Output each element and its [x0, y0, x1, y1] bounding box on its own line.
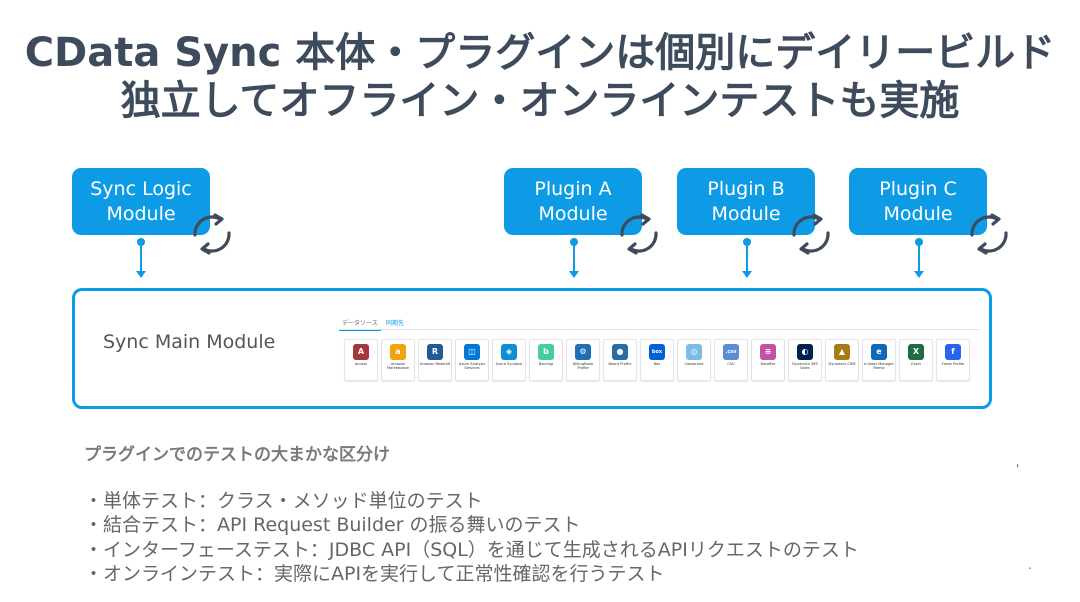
plugin-tile-label: CSV — [727, 362, 735, 366]
plugin-c-module: Plugin C Module — [849, 168, 987, 235]
plugin-logo-icon: X — [908, 344, 924, 360]
connector-arrow — [742, 238, 752, 278]
plugin-logo-icon: .csv — [723, 344, 739, 360]
connector-arrow — [136, 238, 146, 278]
plugin-tile-label: Backlog — [538, 362, 554, 366]
plugin-tile-label: Access — [354, 362, 368, 366]
plugin-logo-icon: f — [945, 344, 961, 360]
module-label-line-2: Module — [106, 202, 176, 225]
plugin-tile-label: Azure Synapse — [495, 362, 523, 366]
module-label-line-1: Plugin C — [879, 177, 957, 200]
module-label-line-2: Module — [883, 202, 953, 225]
plugin-tile[interactable]: A Access — [344, 339, 378, 381]
cycle-arrows-icon — [193, 213, 231, 255]
notes-item: ・オンラインテスト：実際にAPIを実行して正常性確認を行うテスト — [84, 563, 665, 585]
sync-logic-module: Sync Logic Module — [72, 168, 210, 235]
plugin-logo-icon: ⚙ — [575, 344, 591, 360]
plugin-tile[interactable]: e e-Sales Manager Remix — [862, 339, 896, 381]
decorative-mark: . — [1028, 558, 1032, 572]
slide-title-line-2: 独立してオフライン・オンラインテストも実施 — [120, 78, 960, 124]
plugin-tile-label: Cassandra — [684, 362, 704, 366]
plugin-tile-label: e-Sales Manager Remix — [864, 362, 894, 371]
plugin-tile[interactable]: R Amazon Redshift — [418, 339, 452, 381]
module-label-line-1: Plugin A — [534, 177, 612, 200]
plugin-a-module: Plugin A Module — [504, 168, 642, 235]
plugin-logo-icon: ◎ — [686, 344, 702, 360]
module-label-line-1: Sync Logic — [90, 177, 192, 200]
plugin-tile[interactable]: X Excel — [899, 339, 933, 381]
plugin-logo-icon: ◈ — [501, 344, 517, 360]
plugin-tile-label: Excel — [911, 362, 921, 366]
plugin-logo-icon: e — [871, 344, 887, 360]
plugin-b-module: Plugin B Module — [677, 168, 815, 235]
plugin-logo-icon: a — [390, 344, 406, 360]
decorative-mark: ' — [1016, 462, 1020, 476]
plugin-tile-label: Freee Profile — [941, 362, 965, 366]
plugin-tile-label: Box — [653, 362, 661, 366]
connector-arrow — [569, 238, 579, 278]
cycle-arrows-icon — [620, 213, 658, 255]
plugin-tile-label: Dynamics CRM — [828, 362, 856, 366]
plugin-tile-label: Dynamics 365 Sales — [792, 362, 818, 371]
plugin-logo-icon: R — [427, 344, 443, 360]
cycle-arrows-icon — [792, 213, 830, 255]
plugin-tile[interactable]: ◫ Azure Analysis Services — [455, 339, 489, 381]
plugin-logo-icon: ▲ — [834, 344, 850, 360]
tab-destination[interactable]: 同期先 — [386, 320, 405, 327]
plugin-logo-icon: ≡ — [760, 344, 776, 360]
plugin-logo-icon: box — [649, 344, 665, 360]
module-label-line-1: Plugin B — [707, 177, 785, 200]
notes-item: ・インターフェーステスト：JDBC API（SQL）を通じて生成されるAPIリク… — [84, 539, 859, 561]
plugin-tile-label: Amazon Marketplace — [386, 362, 410, 371]
plugin-tile[interactable]: ◐ Dynamics 365 Sales — [788, 339, 822, 381]
plugin-logo-icon: A — [353, 344, 369, 360]
plugin-tile-label: Azure Analysis Services — [458, 362, 486, 371]
plugin-logo-icon: ◫ — [464, 344, 480, 360]
connector-arrow — [914, 238, 924, 278]
module-label-line-2: Module — [711, 202, 781, 225]
plugin-tile[interactable]: ◎ Cassandra — [677, 339, 711, 381]
plugin-tile-label: BillingRobo Profile — [572, 362, 594, 371]
plugin-tile[interactable]: ● Board Profile — [603, 339, 637, 381]
plugin-tile[interactable]: ◈ Azure Synapse — [492, 339, 526, 381]
plugin-tile[interactable]: ⚙ BillingRobo Profile — [566, 339, 600, 381]
plugin-logo-icon: ◐ — [797, 344, 813, 360]
main-module-label: Sync Main Module — [103, 331, 276, 353]
plugin-tile[interactable]: ▲ Dynamics CRM — [825, 339, 859, 381]
plugin-tile-label: Amazon Redshift — [419, 362, 451, 366]
plugin-logo-icon: b — [538, 344, 554, 360]
connector-tabs: データソース 同期先 — [339, 315, 979, 331]
notes-heading: プラグインでのテストの大まかな区分け — [84, 445, 390, 465]
plugin-tile-label: Dataflex — [760, 362, 776, 366]
plugin-logo-icon: ● — [612, 344, 628, 360]
plugin-tile[interactable]: ≡ Dataflex — [751, 339, 785, 381]
slide-title-line-1: CData Sync 本体・プラグインは個別にデイリービルド — [24, 30, 1056, 76]
tab-data-source[interactable]: データソース — [339, 318, 381, 331]
module-label-line-2: Module — [538, 202, 608, 225]
plugin-tile-label: Board Profile — [608, 362, 632, 366]
cycle-arrows-icon — [970, 213, 1008, 255]
notes-item: ・結合テスト：API Request Builder の振る舞いのテスト — [84, 514, 581, 536]
notes-item: ・単体テスト：クラス・メソッド単位のテスト — [84, 490, 483, 512]
